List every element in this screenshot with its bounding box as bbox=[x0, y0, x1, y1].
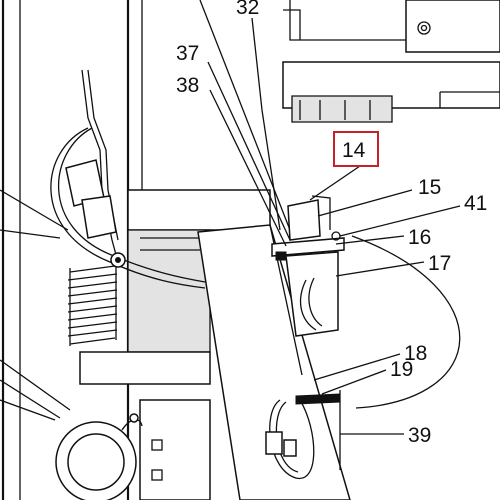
bracket-hole-2 bbox=[151, 469, 163, 481]
roller-assembly bbox=[0, 359, 143, 500]
left-guide-lines bbox=[0, 189, 69, 239]
lower-bracket bbox=[139, 399, 211, 500]
callout-19: 19 bbox=[390, 358, 413, 381]
lever-arm bbox=[81, 69, 119, 263]
callout-16: 16 bbox=[408, 226, 431, 249]
motor-top-plate bbox=[127, 189, 271, 231]
connector-bar-19 bbox=[295, 393, 341, 405]
bracket-hole bbox=[151, 439, 163, 451]
sensor-wire bbox=[299, 277, 323, 331]
callout-15: 15 bbox=[418, 176, 441, 199]
callout-14-highlight bbox=[333, 131, 379, 167]
connector-cable bbox=[269, 399, 315, 479]
leader-19 bbox=[321, 369, 387, 395]
leader-41 bbox=[339, 205, 461, 237]
upper-housing-plate bbox=[405, 0, 500, 53]
leader-38 bbox=[209, 89, 287, 247]
housing-screw bbox=[417, 21, 431, 35]
callout-39: 39 bbox=[408, 424, 431, 447]
leader-32 bbox=[251, 17, 281, 231]
leader-18 bbox=[313, 353, 401, 381]
leader-17 bbox=[335, 261, 425, 277]
connector-plug-2 bbox=[283, 439, 297, 457]
housing-tab bbox=[283, 9, 301, 40]
cable-loop-2 bbox=[57, 127, 206, 283]
housing-left-edge bbox=[289, 0, 406, 41]
roller-guide-lines bbox=[0, 359, 71, 421]
motor-base bbox=[79, 351, 211, 385]
frame bbox=[1, 0, 291, 500]
sensor-assembly bbox=[271, 195, 345, 337]
callout-32: 32 bbox=[236, 0, 259, 19]
callout-38: 38 bbox=[176, 74, 199, 97]
motor-cap bbox=[291, 95, 393, 123]
spring bbox=[67, 262, 118, 346]
callout-14: 14 bbox=[342, 139, 366, 162]
right-arc bbox=[351, 235, 461, 409]
motor-body bbox=[127, 229, 211, 353]
callout-37: 37 bbox=[176, 42, 199, 65]
sensor-bracket-15 bbox=[287, 199, 321, 241]
callout-labels: 32 37 38 14 15 41 16 17 18 19 39 bbox=[176, 0, 487, 447]
callout-41: 41 bbox=[464, 192, 487, 215]
lever-pivot-center bbox=[115, 257, 121, 263]
roller-pin bbox=[129, 413, 139, 423]
spring-sides bbox=[69, 262, 117, 346]
leader-lines bbox=[207, 17, 461, 435]
motor-assembly bbox=[79, 189, 271, 500]
connector-plug bbox=[265, 431, 283, 455]
sensor-plate-16 bbox=[271, 237, 345, 257]
callout-17: 17 bbox=[428, 252, 451, 275]
leader-14 bbox=[309, 165, 361, 201]
spring-coils bbox=[67, 265, 118, 345]
motor-bands bbox=[140, 237, 200, 251]
sensor-screw bbox=[275, 251, 287, 261]
upper-housing bbox=[282, 0, 500, 123]
leader-37 bbox=[207, 61, 291, 241]
microswitch-assembly bbox=[0, 69, 206, 289]
cable-loop bbox=[50, 127, 206, 289]
sensor-housing-17 bbox=[285, 251, 339, 337]
leader-15 bbox=[317, 189, 413, 217]
motor-cap-ribs bbox=[299, 100, 371, 120]
callout-18: 18 bbox=[404, 342, 427, 365]
sensor-clip bbox=[311, 195, 331, 230]
housing-step bbox=[439, 91, 500, 108]
leader-16 bbox=[335, 235, 405, 245]
switch-base bbox=[81, 195, 117, 239]
diagonal-strut bbox=[199, 0, 291, 231]
roller-inner bbox=[67, 433, 125, 491]
connector-assembly bbox=[265, 390, 341, 479]
housing-screw-center bbox=[420, 24, 428, 32]
